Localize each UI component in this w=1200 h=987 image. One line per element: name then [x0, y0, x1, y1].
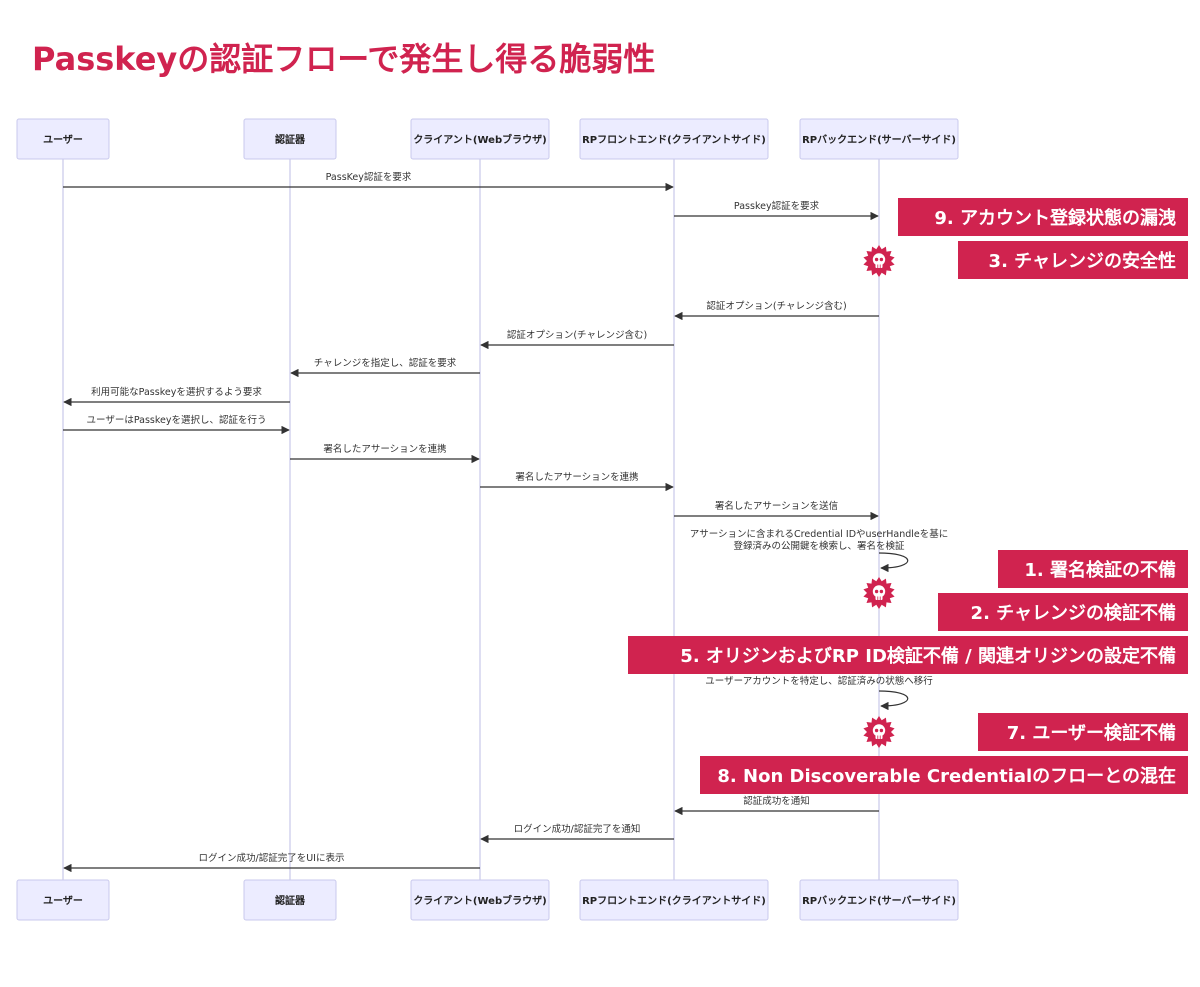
participant-label: RPバックエンド(サーバーサイド) [802, 134, 956, 146]
participant-box-top: 認証器 [243, 118, 337, 160]
participant-box-bottom: RPフロントエンド(クライアントサイド) [579, 879, 769, 921]
message-label: ユーザーアカウントを特定し、認証済みの状態へ移行 [705, 675, 933, 687]
message-label: 利用可能なPasskeyを選択するよう要求 [91, 386, 262, 398]
participant-label: クライアント(Webブラウザ) [413, 133, 546, 146]
message-label: 署名したアサーションを連携 [323, 443, 446, 455]
vulnerability-text: 8. Non Discoverable Credentialのフローとの混在 [717, 765, 1176, 787]
message: Passkey認証を要求 [674, 200, 879, 221]
message-label: 認証オプション(チャレンジ含む) [507, 329, 647, 341]
vulnerability-text: 1. 署名検証の不備 [1024, 559, 1176, 581]
participant-label: 認証器 [275, 133, 306, 146]
participant-box-top: RPバックエンド(サーバーサイド) [799, 118, 959, 160]
self-message-arrow [878, 552, 909, 573]
vulnerability-label: 3. チャレンジの安全性 [958, 241, 1188, 279]
message-label: ログイン成功/認証完了をUIに表示 [199, 852, 345, 864]
skull-icon [863, 577, 895, 609]
skull-icon [863, 716, 895, 748]
participant-box-bottom: RPバックエンド(サーバーサイド) [799, 879, 959, 921]
message: 署名したアサーションを連携 [290, 443, 480, 464]
vulnerability-text: 2. チャレンジの検証不備 [971, 602, 1176, 624]
message: 認証オプション(チャレンジ含む) [480, 329, 674, 350]
page-title: Passkeyの認証フローで発生し得る脆弱性 [32, 40, 656, 78]
vulnerability-label: 8. Non Discoverable Credentialのフローとの混在 [700, 756, 1188, 794]
message: ログイン成功/認証完了をUIに表示 [63, 852, 480, 873]
message-label: 署名したアサーションを連携 [515, 471, 638, 483]
vulnerability-text: 9. アカウント登録状態の漏洩 [934, 207, 1176, 229]
message-label-line2: 登録済みの公開鍵を検索し、署名を検証 [733, 540, 905, 552]
message-label: PassKey認証を要求 [326, 171, 412, 183]
self-message-arrow [878, 690, 909, 711]
message: PassKey認証を要求 [63, 171, 674, 192]
message: 認証成功を通知 [674, 795, 879, 816]
vulnerability-text: 7. ユーザー検証不備 [1007, 722, 1176, 744]
message-label: Passkey認証を要求 [734, 200, 820, 212]
message: 利用可能なPasskeyを選択するよう要求 [63, 386, 290, 407]
participant-box-bottom: クライアント(Webブラウザ) [410, 879, 550, 921]
message: 署名したアサーションを送信 [674, 500, 879, 521]
vulnerability-label: 7. ユーザー検証不備 [978, 713, 1188, 751]
message: アサーションに含まれるCredential IDやuserHandleを基に登録… [690, 528, 949, 573]
participant-label: クライアント(Webブラウザ) [413, 894, 546, 907]
message: チャレンジを指定し、認証を要求 [290, 357, 480, 378]
participant-label: 認証器 [275, 894, 306, 907]
vulnerability-label: 9. アカウント登録状態の漏洩 [898, 198, 1188, 236]
participant-label: ユーザー [43, 134, 83, 146]
message-label: 認証成功を通知 [743, 795, 810, 807]
message-label: 認証オプション(チャレンジ含む) [706, 300, 846, 312]
vulnerability-label: 2. チャレンジの検証不備 [938, 593, 1188, 631]
vulnerability-text: 3. チャレンジの安全性 [989, 250, 1176, 272]
message-label: ユーザーはPasskeyを選択し、認証を行う [87, 414, 267, 426]
participant-box-top: ユーザー [16, 118, 110, 160]
participant-label: ユーザー [43, 895, 83, 907]
vulnerability-label: 1. 署名検証の不備 [998, 550, 1188, 588]
participant-label: RPフロントエンド(クライアントサイド) [582, 895, 766, 907]
message: ログイン成功/認証完了を通知 [480, 823, 674, 844]
message-label: チャレンジを指定し、認証を要求 [314, 357, 457, 369]
participant-box-top: クライアント(Webブラウザ) [410, 118, 550, 160]
vulnerability-text: 5. オリジンおよびRP ID検証不備 / 関連オリジンの設定不備 [680, 645, 1176, 667]
participant-box-bottom: ユーザー [16, 879, 110, 921]
vulnerability-label: 5. オリジンおよびRP ID検証不備 / 関連オリジンの設定不備 [628, 636, 1188, 674]
participant-box-bottom: 認証器 [243, 879, 337, 921]
message: 署名したアサーションを連携 [480, 471, 674, 492]
participant-label: RPフロントエンド(クライアントサイド) [582, 134, 766, 146]
participant-box-top: RPフロントエンド(クライアントサイド) [579, 118, 769, 160]
participant-label: RPバックエンド(サーバーサイド) [802, 895, 956, 907]
message: ユーザーはPasskeyを選択し、認証を行う [63, 414, 290, 435]
message-label: 署名したアサーションを送信 [715, 500, 838, 512]
message-label: ログイン成功/認証完了を通知 [514, 823, 641, 835]
message-label: アサーションに含まれるCredential IDやuserHandleを基に [690, 528, 949, 540]
skull-icon [863, 245, 895, 277]
message: 認証オプション(チャレンジ含む) [674, 300, 879, 321]
message: ユーザーアカウントを特定し、認証済みの状態へ移行 [705, 675, 933, 711]
